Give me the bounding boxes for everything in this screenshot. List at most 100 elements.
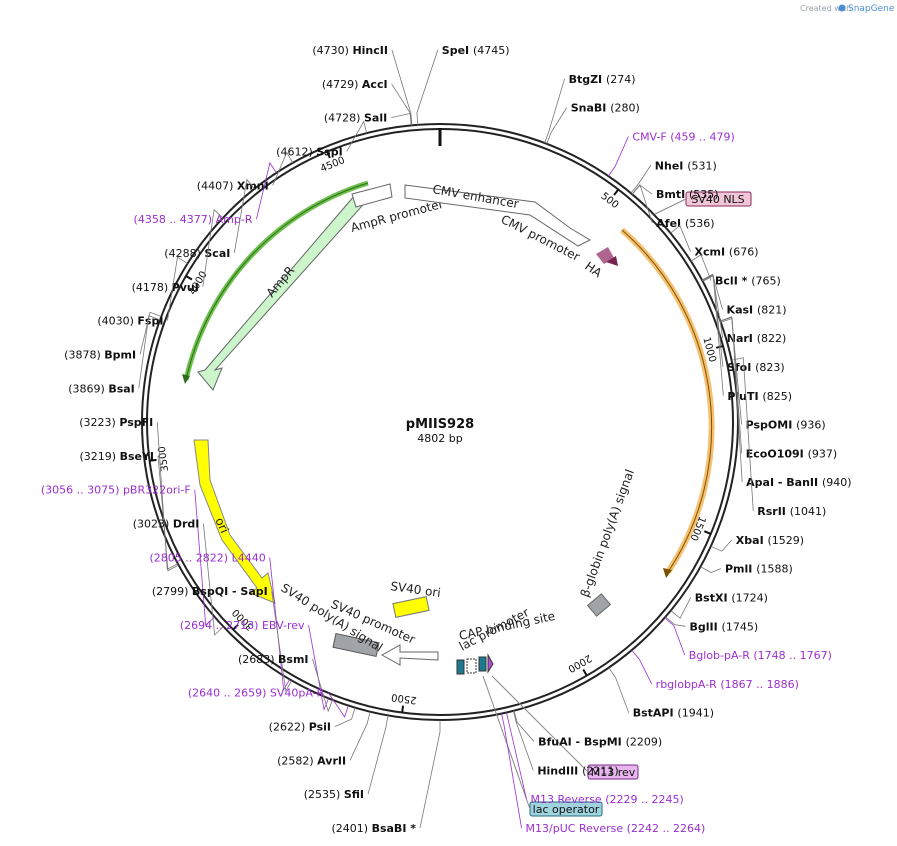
restriction-site-label[interactable]: NarI (822) xyxy=(727,332,787,345)
restriction-site-label[interactable]: BclI * (765) xyxy=(715,275,781,288)
restriction-site-label[interactable]: ApaI - BanII (940) xyxy=(746,476,851,489)
tick-mark xyxy=(613,188,620,196)
primer-site-label[interactable]: CMV-F (459 .. 479) xyxy=(632,130,734,143)
restriction-site-label[interactable]: (3223) PspFI xyxy=(79,416,153,429)
site-leader-line xyxy=(608,667,630,713)
restriction-site-label[interactable]: XbaI (1529) xyxy=(736,534,804,547)
site-leader-line xyxy=(367,715,389,795)
restriction-site-label[interactable]: (2582) AvrII xyxy=(277,754,346,767)
sv40-nls-leader xyxy=(654,198,687,215)
restriction-site-label[interactable]: (2401) BsaBI * xyxy=(332,822,417,835)
restriction-site-label[interactable]: (4612) SspI xyxy=(276,145,343,158)
tick-label: 2500 xyxy=(391,691,418,705)
restriction-site-label[interactable]: XcmI (676) xyxy=(695,246,759,259)
site-leader-line xyxy=(720,316,743,454)
restriction-site-label[interactable]: PspOMI (936) xyxy=(746,419,826,432)
site-leader-line xyxy=(139,311,162,355)
site-leader-line xyxy=(156,422,178,570)
cmv-feature[interactable] xyxy=(404,184,592,247)
lac-promoter-feature[interactable] xyxy=(466,658,477,674)
site-leader-line xyxy=(349,711,371,761)
ampr-outer-arrowhead xyxy=(182,374,190,384)
ampr-promoter-feature[interactable] xyxy=(351,183,393,208)
site-leader-line xyxy=(690,254,712,281)
restriction-site-label[interactable]: EcoO109I (937) xyxy=(746,447,837,460)
beta-globin-label: β-globin poly(A) signal xyxy=(578,467,637,599)
sv40-promoter-feature[interactable] xyxy=(380,644,439,666)
restriction-site-label[interactable]: SfoI (823) xyxy=(727,361,785,374)
restriction-site-label[interactable]: SpeI (4745) xyxy=(442,44,510,57)
ha-feature[interactable] xyxy=(596,247,614,264)
site-leader-line xyxy=(346,120,368,152)
restriction-site-label[interactable]: (2535) SfiI xyxy=(304,788,364,801)
restriction-site-label[interactable]: (2799) BspQI - SapI xyxy=(152,585,268,598)
tick-mark xyxy=(149,458,157,462)
primer-site-label[interactable]: (2694 .. 2713) EBV-rev xyxy=(180,619,305,632)
primer-site-label[interactable]: M13 Reverse (2229 .. 2245) xyxy=(531,793,684,806)
lac-operator-feature[interactable] xyxy=(478,656,487,672)
site-leader-line xyxy=(272,151,294,186)
site-leader-line xyxy=(731,357,754,512)
restriction-site-label[interactable]: HindIII (2211) xyxy=(537,764,618,777)
site-leader-line xyxy=(702,274,724,368)
ampr-feature[interactable] xyxy=(197,194,363,391)
restriction-site-label[interactable]: BstXI (1724) xyxy=(695,591,768,604)
primer-site-label[interactable]: (2640 .. 2659) SV40pA-R xyxy=(188,687,325,700)
m13-rev-feature[interactable] xyxy=(487,653,494,674)
restriction-site-label[interactable]: (2622) PsiI xyxy=(269,721,331,734)
restriction-site-label[interactable]: AfeI (536) xyxy=(656,217,714,230)
restriction-site-label[interactable]: (2683) BsmI xyxy=(238,653,309,666)
site-leader-line xyxy=(513,710,535,742)
site-leader-line xyxy=(720,317,743,483)
sv40-ori-label: SV40 ori xyxy=(390,579,442,600)
tick-mark xyxy=(401,705,405,713)
restriction-site-label[interactable]: (4728) SalI xyxy=(324,112,387,125)
site-leader-line xyxy=(157,455,179,572)
primer-site-label[interactable]: (2805 .. 2822) L4440 xyxy=(150,551,266,564)
site-leader-line xyxy=(271,591,293,693)
restriction-site-label[interactable]: KasI (821) xyxy=(727,303,787,316)
restriction-site-label[interactable]: (4178) PvuI xyxy=(132,281,199,294)
restriction-site-label[interactable]: (4030) FspI xyxy=(97,315,163,328)
primer-site-label[interactable]: (3056 .. 3075) pBR322ori-F xyxy=(41,484,191,497)
orange-feature-arc-line xyxy=(621,229,713,573)
ori-feature[interactable] xyxy=(193,439,276,604)
cap-site-feature[interactable] xyxy=(456,659,465,675)
restriction-site-label[interactable]: (4288) ScaI xyxy=(164,247,230,260)
ampr-outer-arc-line xyxy=(185,182,369,381)
restriction-site-label[interactable]: (3219) BseYI xyxy=(79,450,154,463)
sv40-polya-feature[interactable] xyxy=(332,632,380,658)
restriction-site-label[interactable]: SnaBI (280) xyxy=(571,102,640,115)
site-leader-line xyxy=(327,692,349,718)
primer-site-label[interactable]: (4358 .. 4377) Amp-R xyxy=(134,213,253,226)
ha-arrow xyxy=(606,256,618,266)
site-leader-line xyxy=(334,707,356,727)
restriction-site-label[interactable]: BtgZI (274) xyxy=(569,73,636,86)
site-leader-line xyxy=(138,315,161,389)
snapgene-logo-icon xyxy=(838,4,846,12)
sv40-ori-feature[interactable] xyxy=(392,596,430,618)
restriction-site-label[interactable]: (3023) DrdI xyxy=(133,518,200,531)
credit-prefix: Created with xyxy=(800,4,851,13)
site-leader-line xyxy=(665,616,686,627)
restriction-site-label[interactable]: PluTI (825) xyxy=(727,390,792,403)
restriction-site-label[interactable]: RsrII (1041) xyxy=(757,505,826,518)
restriction-site-label[interactable]: (3869) BsaI xyxy=(68,382,135,395)
restriction-site-label[interactable]: (3878) BpmI xyxy=(64,348,136,361)
primer-site-label[interactable]: M13/pUC Reverse (2242 .. 2264) xyxy=(526,822,706,835)
restriction-site-label[interactable]: BfuAI - BspMI (2209) xyxy=(538,736,662,749)
restriction-site-label[interactable]: BglII (1745) xyxy=(690,620,759,633)
restriction-site-label[interactable]: BstAPI (1941) xyxy=(633,707,714,720)
beta-globin-feature[interactable] xyxy=(586,593,612,617)
restriction-site-label[interactable]: PmlI (1588) xyxy=(725,563,793,576)
restriction-site-label[interactable]: (4407) XmnI xyxy=(197,179,269,192)
restriction-site-label[interactable]: (4730) HincII xyxy=(312,44,388,57)
restriction-site-label[interactable]: (4729) AccI xyxy=(322,78,388,91)
primer-site-label[interactable]: Bglob-pA-R (1748 .. 1767) xyxy=(689,649,832,662)
tick-mark xyxy=(582,669,588,677)
primer-site-label[interactable]: rbglobpA-R (1867 .. 1886) xyxy=(656,678,799,691)
restriction-site-label[interactable]: BmtI (535) xyxy=(656,188,719,201)
restriction-site-label[interactable]: NheI (531) xyxy=(655,159,717,172)
